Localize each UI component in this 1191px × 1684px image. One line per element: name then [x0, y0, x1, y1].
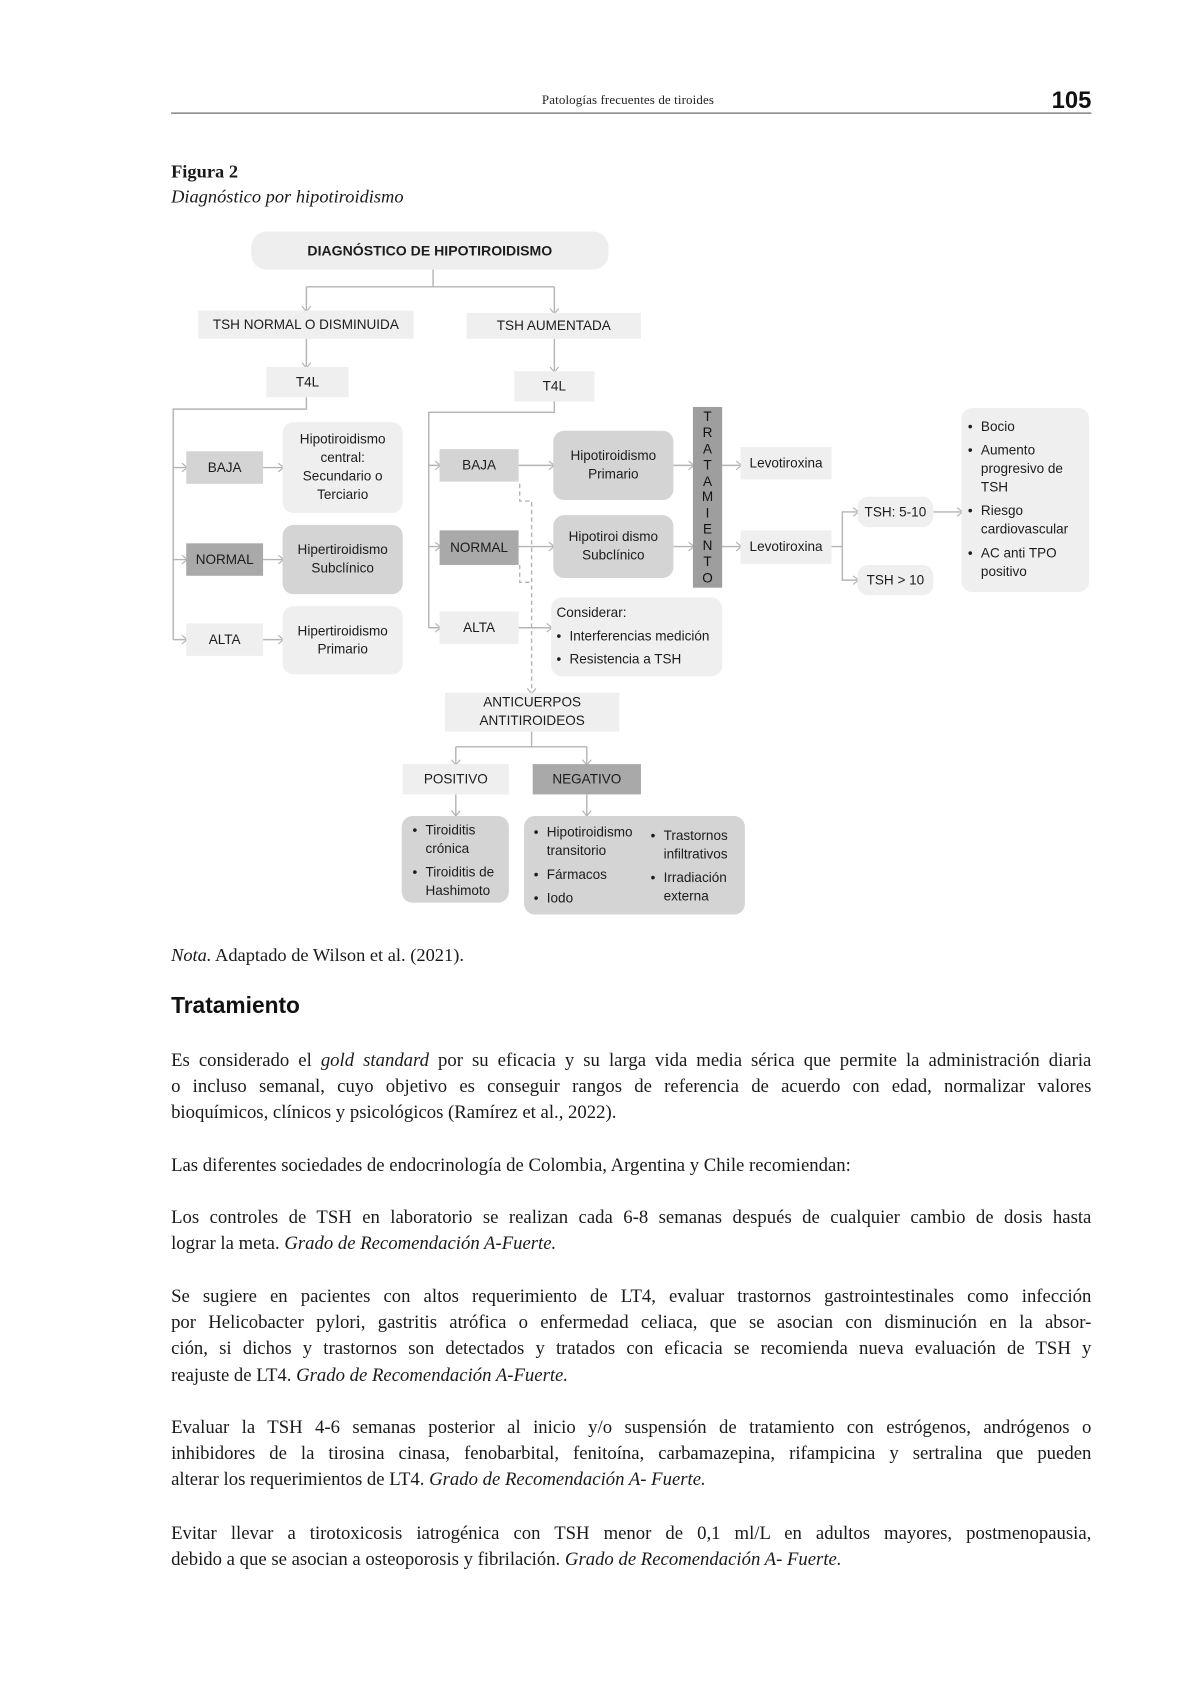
figure-caption: Diagnóstico por hipotiroidismo — [171, 186, 404, 207]
paragraph-line: reajuste de LT4. Grado de Recomendación … — [171, 1362, 1091, 1388]
positive-results-box: Tiroiditis crónica Tiroiditis de Hashimo… — [401, 816, 509, 903]
text-run: alterar los requerimientos de LT4. — [171, 1469, 430, 1490]
treatment-letter: N — [702, 538, 713, 554]
criteria-item: Bocio — [968, 418, 1083, 436]
t4l-left: T4L — [266, 366, 349, 398]
negative-item: Fármacos — [534, 866, 644, 884]
negative-item: Hipotiroidismo transitorio — [534, 824, 644, 861]
paragraph-line: Evitar llevar a tirotoxicosis iatrogénic… — [171, 1522, 1092, 1544]
header-rule — [171, 112, 1092, 114]
figure-note: Nota. Adaptado de Wilson et al. (2021). — [171, 945, 464, 967]
negative-item: Trastornos infiltrativos — [651, 827, 741, 864]
note-label: Nota. — [171, 944, 212, 966]
paragraph-line: ción, si dichos y trastornos son detecta… — [171, 1338, 1092, 1359]
criteria-item: Aumento progresivo de TSH — [968, 442, 1083, 497]
tsh-increased-heading: TSH AUMENTADA — [466, 312, 641, 339]
paragraph-gold-standard: Es considerado el gold standard por su e… — [171, 1048, 1091, 1127]
recommendation-grade: Grado de Recomendación A-Fuerte. — [284, 1232, 557, 1254]
result-subclinical-hyperthyroidism: Hipertiroidismo Subclínico — [282, 524, 403, 595]
consider-item: Resistencia a TSH — [557, 650, 717, 668]
recommendation-grade: Grado de Recomendación A-Fuerte. — [296, 1364, 569, 1385]
treatment-letter: E — [703, 521, 713, 538]
treatment-letter: M — [701, 489, 714, 505]
treatment-letter: T — [703, 554, 712, 570]
paragraph-line: debido a que se asocian a osteoporosis y… — [171, 1547, 1091, 1573]
antibodies-negative: NEGATIVO — [532, 764, 641, 795]
levothyroxine-box: Levotiroxina — [740, 446, 832, 480]
recommendation-grade: Grado de Recomendación A- Fuerte. — [429, 1469, 706, 1490]
left-level-low: BAJA — [186, 451, 264, 484]
paragraph-line: Se sugiere en pacientes con altos requer… — [171, 1285, 1092, 1307]
emphasis-text: gold standard — [320, 1049, 429, 1071]
paragraph-line: o incluso semanal, cuyo objetivo es cons… — [171, 1076, 1092, 1097]
negative-item: Iodo — [534, 890, 644, 908]
consider-item: Interferencias medición — [557, 628, 717, 646]
antithyroid-antibodies: ANTICUERPOS ANTITIROIDEOS — [444, 692, 620, 732]
figure-label: Figura 2 — [171, 161, 239, 182]
negative-item: Irradiación externa — [651, 869, 741, 906]
note-text: Adaptado de Wilson et al. (2021). — [211, 944, 464, 966]
antibodies-positive: POSITIVO — [402, 764, 509, 795]
positive-item: Tiroiditis de Hashimoto — [413, 864, 505, 901]
left-level-high: ALTA — [186, 623, 264, 656]
flowchart: DIAGNÓSTICO DE HIPOTIROIDISMO TSH NORMAL… — [0, 0, 1191, 931]
recommendation-grade: Grado de Recomendación A- Fuerte. — [564, 1548, 842, 1570]
left-level-normal: NORMAL — [186, 543, 264, 576]
paragraph-line: bioquímicos, clínicos y psicológicos (Ra… — [171, 1102, 617, 1123]
criteria-item: Riesgo cardiovascular — [968, 502, 1083, 539]
paragraph-line: Es considerado el gold standard por su e… — [171, 1048, 1091, 1074]
section-title: Tratamiento — [171, 993, 300, 1019]
treatment-letter: A — [703, 441, 713, 457]
right-level-low: BAJA — [439, 449, 519, 482]
paragraph-thyrotoxicosis: Evitar llevar a tirotoxicosis iatrogénic… — [171, 1521, 1091, 1573]
result-primary-hyperthyroidism: Hipertiroidismo Primario — [282, 606, 403, 675]
paragraph-gastrointestinal: Se sugiere en pacientes con altos requer… — [171, 1284, 1091, 1389]
text-run: reajuste de LT4. — [171, 1364, 297, 1385]
text-run: lograr la meta. — [171, 1232, 285, 1254]
right-level-normal: NORMAL — [439, 530, 519, 565]
text-run: debido a que se asocian a osteoporosis y… — [171, 1548, 565, 1570]
paragraph-line: lograr la meta. Grado de Recomendación A… — [171, 1231, 1091, 1257]
tsh-range-5-10: TSH: 5-10 — [857, 496, 934, 528]
paragraph-line: Los controles de TSH en laboratorio se r… — [171, 1206, 1092, 1228]
treatment-letter: R — [702, 425, 713, 441]
paragraph-line: inhibidores de la tirosina cinasa, fenob… — [171, 1442, 1092, 1464]
running-title: Patologías frecuentes de tiroides — [541, 91, 714, 108]
result-central-hypothyroidism: Hipotiroidismo central: Secundario o Ter… — [282, 422, 403, 514]
negative-results-box: Hipotiroidismo transitorio Fármacos Iodo… — [524, 816, 745, 915]
tsh-range-over-10: TSH > 10 — [857, 564, 934, 596]
paragraph-tsh-controls: Los controles de TSH en laboratorio se r… — [171, 1205, 1091, 1257]
levothyroxine-box: Levotiroxina — [740, 530, 832, 564]
right-level-high: ALTA — [439, 611, 519, 644]
page-number: 105 — [1051, 86, 1092, 114]
treatment-letter: O — [702, 570, 713, 586]
result-subclinical-hypothyroidism: Hipotiroi dismo Subclínico — [553, 515, 674, 578]
treatment-criteria-box: Bocio Aumento progresivo de TSH Riesgo c… — [961, 408, 1090, 593]
text-run: por su eficacia y su larga vida media sé… — [428, 1049, 1092, 1071]
paragraph-line: alterar los requerimientos de LT4. Grado… — [171, 1467, 1091, 1493]
flowchart-connectors — [172, 269, 964, 818]
paragraph-drug-interactions: Evaluar la TSH 4-6 semanas posterior al … — [171, 1415, 1091, 1494]
paragraph-line: por Helicobacter pylori, gastritis atróf… — [171, 1311, 1092, 1333]
treatment-letter: A — [703, 473, 713, 489]
treatment-letter: I — [705, 505, 710, 521]
positive-item: Tiroiditis crónica — [413, 821, 505, 858]
paragraph-societies: Las diferentes sociedades de endocrinolo… — [171, 1154, 851, 1176]
treatment-bar: T R A T A M I E N T O — [692, 406, 723, 588]
t4l-right: T4L — [514, 371, 595, 402]
text-run: Es considerado el — [171, 1049, 321, 1071]
result-primary-hypothyroidism: Hipotiroidismo Primario — [553, 430, 674, 501]
tsh-normal-heading: TSH NORMAL O DISMINUIDA — [198, 310, 414, 339]
treatment-letter: T — [703, 409, 712, 425]
diagram-title: DIAGNÓSTICO DE HIPOTIROIDISMO — [251, 231, 609, 270]
treatment-letter: T — [703, 457, 712, 473]
consider-title: Considerar: — [556, 605, 627, 621]
criteria-item: AC anti TPO positivo — [968, 544, 1083, 581]
paragraph-line: Evaluar la TSH 4-6 semanas posterior al … — [171, 1416, 1092, 1438]
consider-box: Considerar: Interferencias medición Resi… — [551, 597, 723, 677]
